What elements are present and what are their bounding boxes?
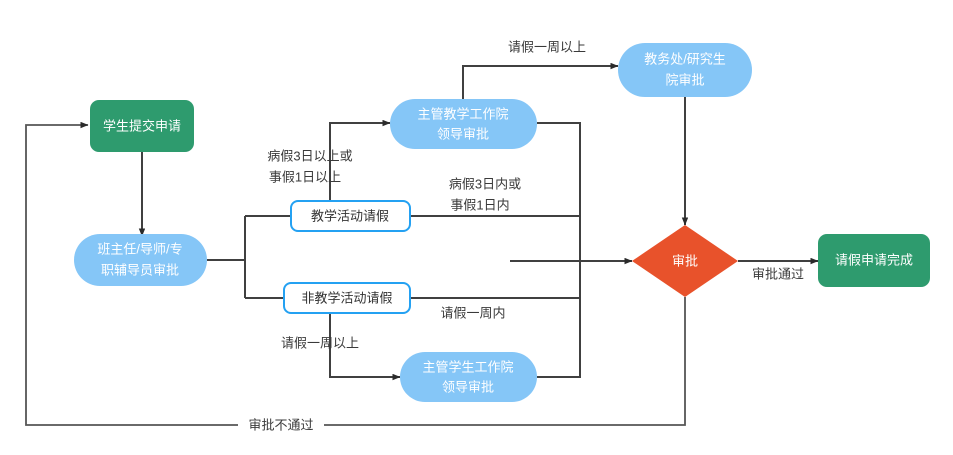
- node-academic-office[interactable]: 教务处/研究生 院审批: [618, 43, 752, 97]
- node-student-dean-label-line2: 领导审批: [442, 379, 494, 394]
- node-academic-office-label-line2: 院审批: [665, 72, 704, 87]
- edge-label-sick-within-line1: 病假3日内或: [449, 176, 521, 191]
- node-counselor[interactable]: 班主任/导师/专 职辅导员审批: [74, 234, 207, 286]
- edge-non-teaching-leave-to-student-dean: [329, 311, 401, 381]
- edge-teaching-leave-to-teaching-dean: [329, 119, 391, 203]
- edge-label-sick-within-line2: 事假1日内: [450, 197, 509, 212]
- node-academic-office-label-line1: 教务处/研究生: [644, 51, 726, 66]
- edge-label-sick-over-line1: 病假3日以上或: [267, 148, 352, 163]
- edge-label-sick-over-line2: 事假1日以上: [269, 169, 341, 184]
- node-student-dean[interactable]: 主管学生工作院 领导审批: [400, 352, 537, 402]
- edge-teaching-dean-to-academic-office: [462, 62, 619, 105]
- edge-student-dean-to-collector: [537, 261, 581, 378]
- edge-label-rejected: 审批不通过: [248, 417, 313, 432]
- node-teaching-dean-label-line2: 领导审批: [437, 126, 489, 141]
- node-counselor-label-line2: 职辅导员审批: [101, 262, 179, 277]
- edge-label-rejected-backdrop: [238, 415, 324, 435]
- node-decision[interactable]: 审批: [632, 225, 738, 297]
- node-start-label: 学生提交申请: [103, 118, 181, 133]
- node-start[interactable]: 学生提交申请: [90, 100, 194, 152]
- node-teaching-leave-label: 教学活动请假: [311, 208, 389, 223]
- node-end-label: 请假申请完成: [835, 252, 913, 267]
- node-teaching-dean-label-line1: 主管教学工作院: [417, 106, 508, 121]
- edge-label-approved: 审批通过: [752, 266, 804, 281]
- edge-label-week-within: 请假一周内: [440, 305, 505, 320]
- node-student-dean-label-line1: 主管学生工作院: [422, 359, 513, 374]
- node-teaching-dean[interactable]: 主管教学工作院 领导审批: [390, 99, 537, 149]
- node-decision-label: 审批: [672, 253, 698, 268]
- edge-decision-to-start-rejected: [25, 121, 686, 426]
- edge-teaching-dean-to-collector: [537, 122, 581, 261]
- node-non-teaching-leave-label: 非教学活动请假: [301, 290, 392, 305]
- node-end[interactable]: 请假申请完成: [818, 234, 930, 287]
- node-non-teaching-leave[interactable]: 非教学活动请假: [283, 282, 411, 314]
- node-counselor-label-line1: 班主任/导师/专: [97, 241, 182, 256]
- edge-label-week-over-bottom: 请假一周以上: [281, 335, 359, 350]
- edge-label-week-over-top: 请假一周以上: [508, 39, 586, 54]
- node-teaching-leave[interactable]: 教学活动请假: [290, 200, 411, 232]
